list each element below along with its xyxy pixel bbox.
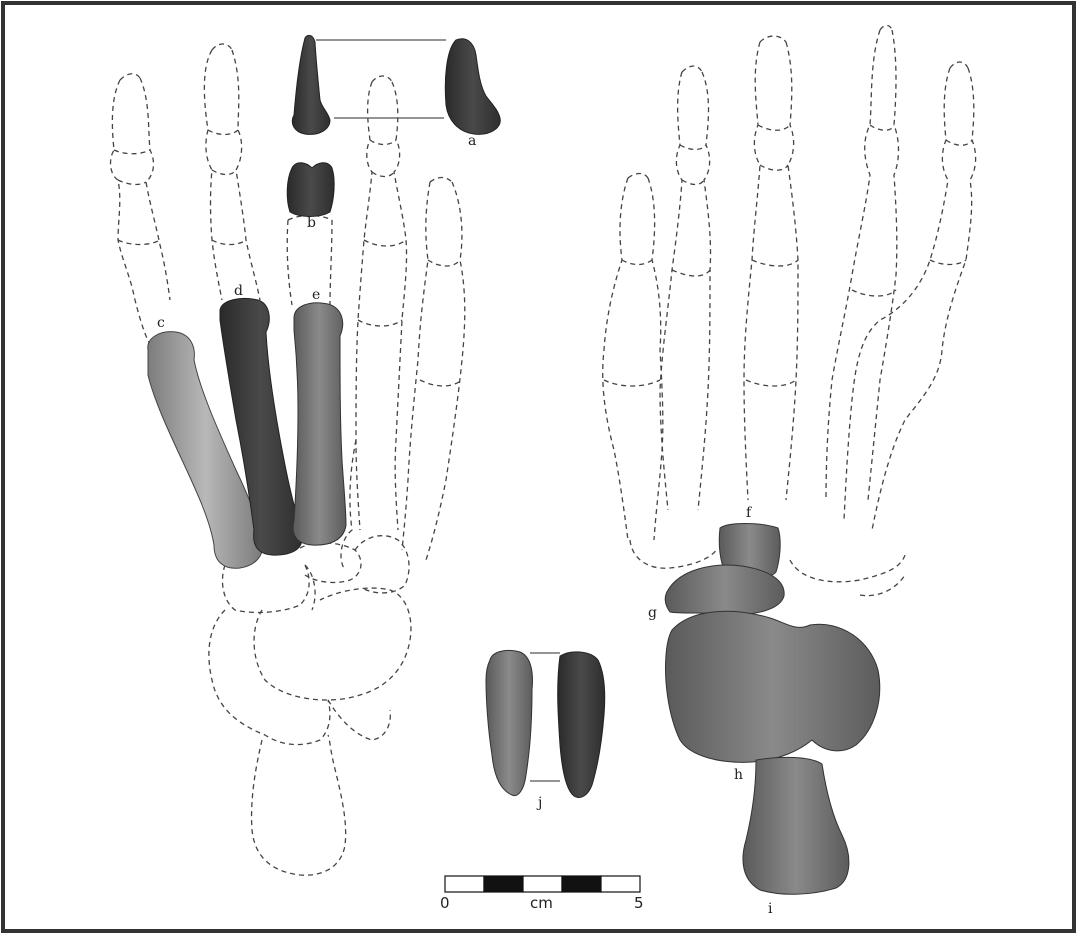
specimen-e xyxy=(293,303,346,545)
scale-end-label: 5 xyxy=(634,896,644,911)
label-c: c xyxy=(157,316,165,330)
specimen-j-connector-lines xyxy=(530,653,560,781)
specimen-j-left xyxy=(486,650,533,795)
scale-unit-label: cm xyxy=(530,896,553,911)
label-e: e xyxy=(312,288,320,302)
specimen-a-lateral xyxy=(445,39,500,135)
label-j: j xyxy=(538,796,542,810)
scale-segment xyxy=(445,876,484,892)
specimen-j-right xyxy=(558,652,605,798)
specimen-b xyxy=(287,163,334,217)
figure-border xyxy=(3,3,1074,931)
label-i: i xyxy=(768,902,772,916)
label-f: f xyxy=(746,506,751,520)
label-d: d xyxy=(234,284,243,298)
scale-start-label: 0 xyxy=(440,896,450,911)
specimen-g xyxy=(665,565,784,614)
label-g: g xyxy=(648,606,657,620)
label-h: h xyxy=(734,768,743,782)
scale-bar xyxy=(445,876,640,892)
scale-segment xyxy=(484,876,523,892)
label-b: b xyxy=(307,216,316,230)
specimen-i xyxy=(743,757,849,894)
left-foot-outline xyxy=(111,44,465,875)
scale-segment xyxy=(562,876,601,892)
label-a: a xyxy=(468,134,476,148)
scale-segment xyxy=(523,876,562,892)
right-foot-outline xyxy=(603,26,976,596)
specimen-h xyxy=(666,611,880,762)
specimen-a-dorsal xyxy=(292,35,330,134)
scale-segment xyxy=(601,876,640,892)
specimen-a-connector-lines xyxy=(316,40,446,118)
